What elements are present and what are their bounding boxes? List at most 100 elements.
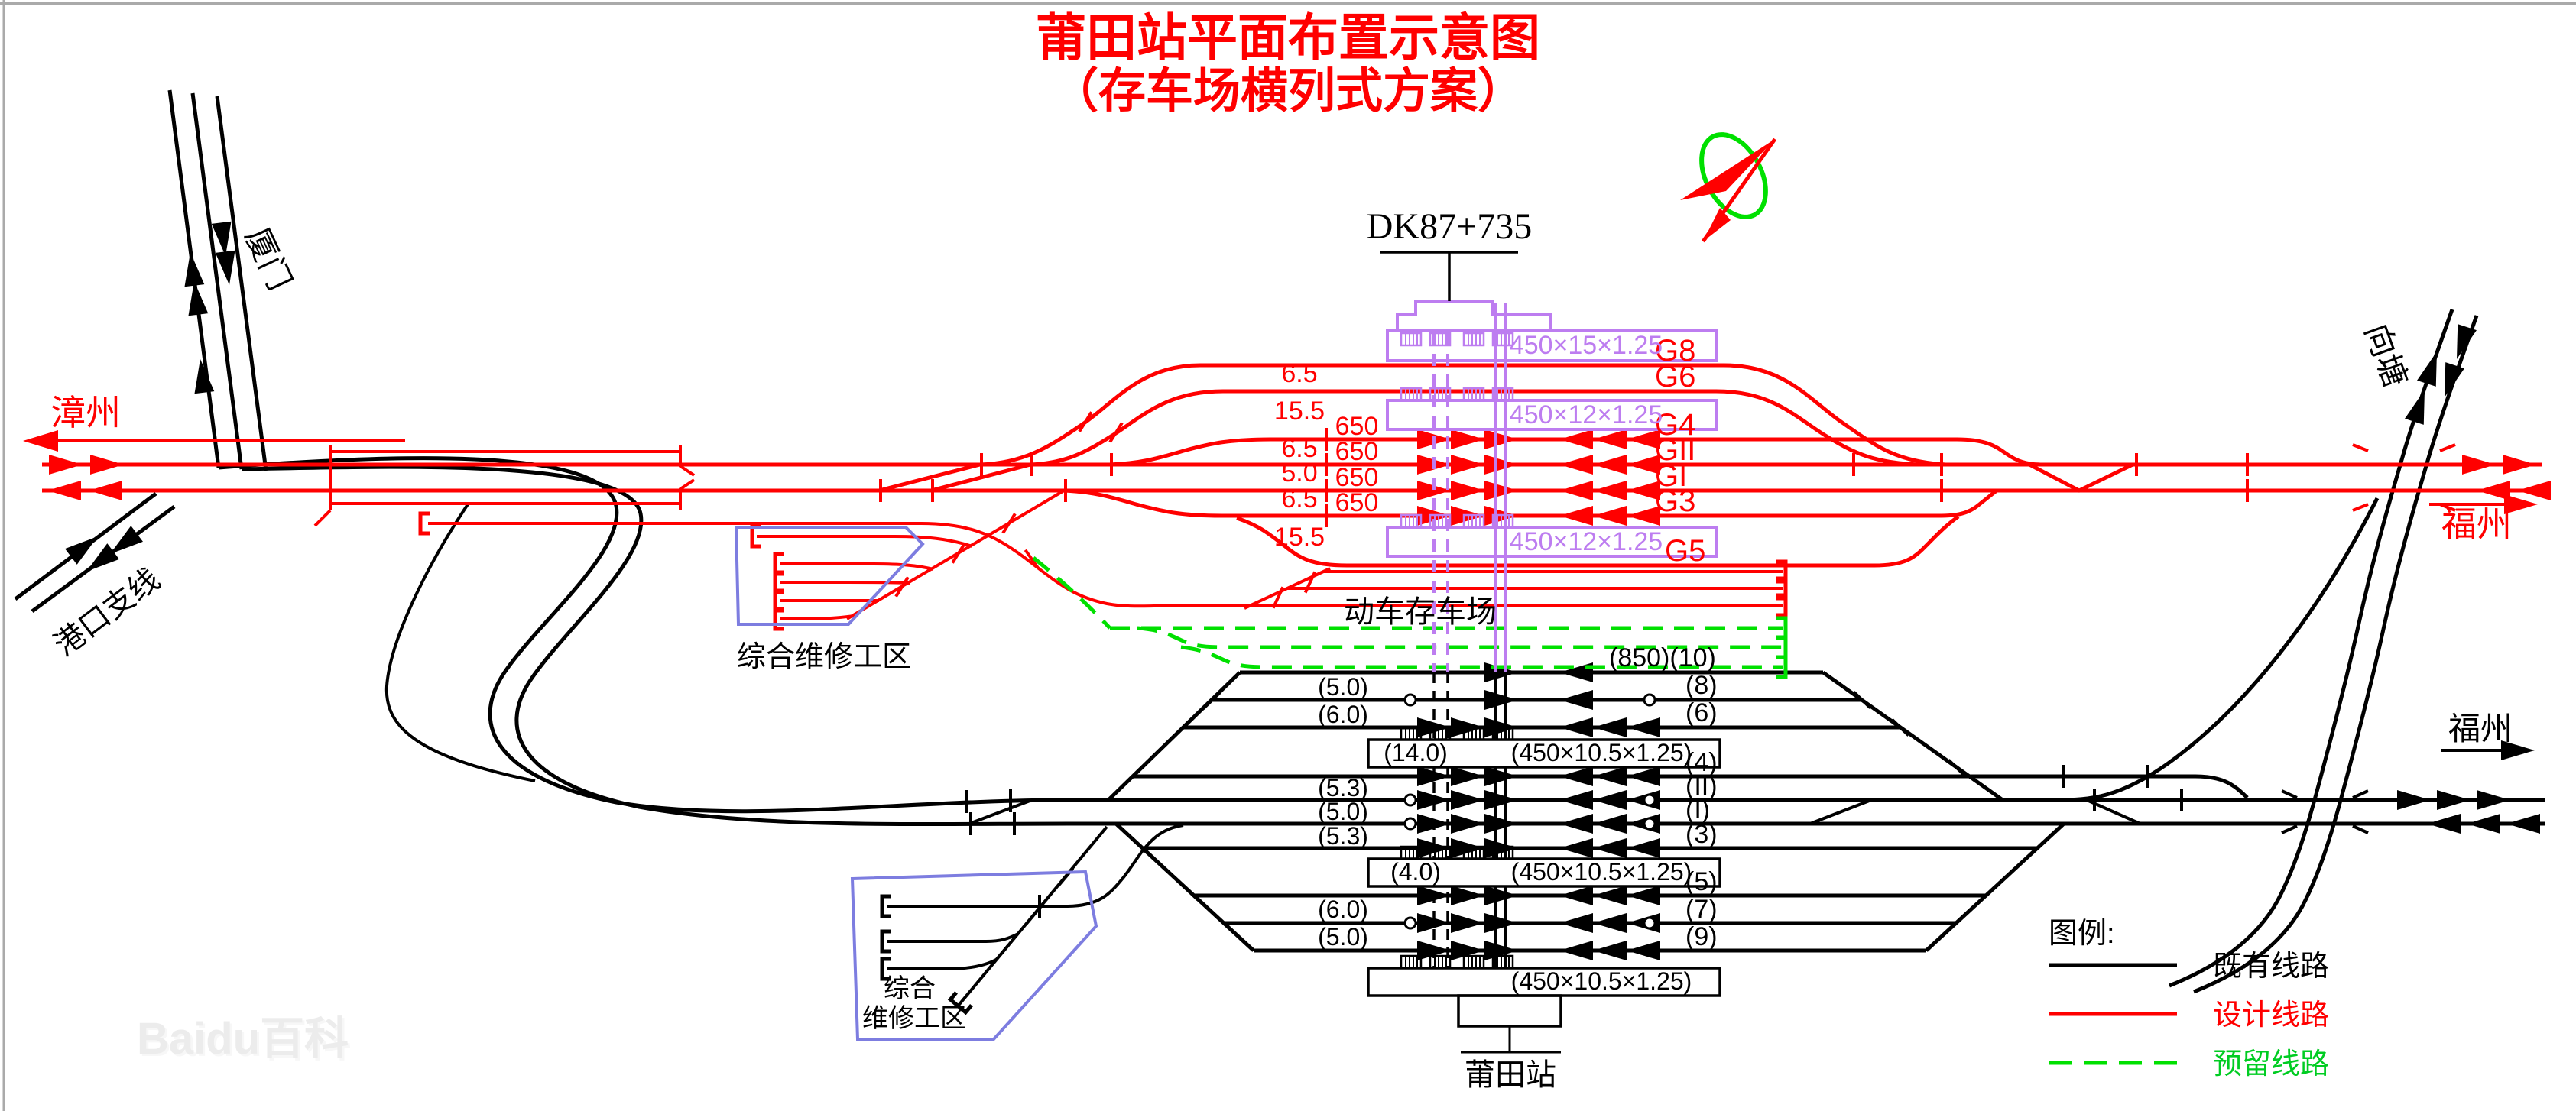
signal-dot: [1643, 693, 1656, 707]
direction-arrow: [2427, 814, 2461, 834]
stop-markers: [1559, 766, 1660, 786]
platform: [1367, 738, 1721, 769]
area-label-maint-upper: 综合维修工区: [737, 641, 911, 673]
tick: [1133, 756, 1153, 776]
track-label-4: (4): [1685, 748, 1718, 777]
xiangtang-line-1: [2169, 309, 2454, 988]
area-label-maint-lower-1: 综合: [884, 974, 936, 1003]
stop-markers: [1559, 717, 1660, 737]
direction-arrow: [89, 481, 122, 500]
track-label-9: (9): [1685, 922, 1718, 951]
footbridge-lines: [1494, 303, 1507, 672]
track-label-8: (8): [1685, 671, 1718, 700]
area-label-emu-yard: 动车存车场: [1344, 595, 1497, 629]
maint-stub-1: [757, 535, 973, 548]
stop-markers: [1417, 814, 1518, 834]
bridge-marks: [2352, 443, 2456, 512]
direction-label-fuzhou-design: 福州: [2441, 504, 2512, 544]
right-fan-down: [1822, 670, 2004, 802]
connector-curve: [2055, 497, 2380, 802]
direction-label-fuzhou-existing: 福州: [2448, 711, 2513, 747]
reserved-line-network: [1032, 556, 1786, 677]
direction-arrow: [2467, 814, 2500, 834]
signal-dot: [1643, 817, 1656, 831]
track-G3: [1063, 488, 1998, 518]
stop-markers: [1417, 455, 1518, 475]
spacing-label: 5.0: [1281, 458, 1317, 487]
baidu-watermark: Baidu百科 Baidu百科: [137, 1014, 351, 1066]
track-label-G4: G4: [1655, 408, 1695, 442]
length-label: 650: [1335, 488, 1379, 517]
tick: [1001, 512, 1017, 535]
approach-line-1: [218, 456, 1071, 814]
maint-stub-5: [780, 614, 855, 620]
direction-label-port-branch: 港口支线: [48, 562, 166, 662]
existing-platforms: [1367, 726, 1721, 1054]
direction-arrow: [47, 481, 81, 500]
tick: [1216, 915, 1236, 935]
platform-dim-label: (450×10.5×1.25): [1511, 739, 1692, 766]
direction-label-zhangzhou: 漳州: [50, 393, 121, 432]
tick: [1078, 410, 1093, 433]
direction-arrow: [2437, 790, 2471, 810]
spacing-label: (6.0): [1318, 701, 1368, 728]
crossover: [878, 462, 981, 493]
track-label-G6: G6: [1655, 360, 1695, 394]
direction-label-xiangtang: 向塘: [2358, 319, 2414, 392]
stop-markers: [1417, 429, 1518, 449]
platform-dim-label: 450×12×1.25: [1510, 527, 1663, 556]
direction-label-xiamen: 厦门: [238, 222, 298, 296]
reserved-track-3: [1180, 645, 1783, 669]
track-label-G8: G8: [1655, 334, 1695, 368]
bridge-corridor: [313, 445, 696, 527]
approach-line-3: [384, 503, 536, 782]
stop-markers: [1417, 913, 1518, 933]
spacing-label: (6.0): [1318, 896, 1368, 923]
track-label-G3: G3: [1655, 484, 1695, 518]
platform: [1386, 526, 1718, 558]
track-label-GI: GI: [1655, 459, 1687, 493]
station-building-footprint: [1396, 300, 1552, 330]
tick: [2025, 841, 2045, 860]
stop-markers: [1417, 481, 1518, 500]
spacing-label: (5.0): [1318, 923, 1368, 951]
stop-markers: [1559, 506, 1660, 526]
area-label-maint-lower-2: 维修工区: [862, 1004, 966, 1033]
crossover: [2028, 462, 2134, 493]
stop-markers: [1559, 690, 1593, 710]
maint-lower-track-2: [887, 932, 1019, 943]
direction-arrow: [49, 455, 83, 475]
tick: [1167, 724, 1187, 743]
xiamen-line-3: [215, 96, 268, 471]
track-label-3: (3): [1685, 820, 1718, 849]
tick: [992, 943, 1011, 964]
track-G4: [1109, 437, 2043, 467]
underpass-dashed-lines: [1432, 333, 1449, 672]
design-platforms: [1386, 300, 1718, 672]
stop-markers: [1417, 766, 1518, 786]
track-label-6: (6): [1685, 698, 1718, 727]
track-G8: [979, 363, 1946, 467]
reserved-hook: [1032, 556, 1111, 630]
direction-arrow: [2477, 790, 2510, 810]
diagram-subtitle: （存车场横列式方案）: [1051, 64, 1525, 118]
chainage-label: DK87+735: [1367, 206, 1532, 247]
maint-upper-ladder: [845, 489, 1066, 620]
spacing-label: 6.5: [1281, 484, 1317, 513]
signal-dot: [1403, 793, 1417, 807]
signal-dot: [1403, 817, 1417, 831]
direction-arrow: [2405, 386, 2435, 425]
approach-line-2: [241, 465, 1075, 827]
platform: [1367, 857, 1721, 888]
signal-dot: [1403, 916, 1417, 930]
spacing-label: (4.0): [1390, 858, 1441, 886]
platform-dim-label: 450×12×1.25: [1510, 400, 1663, 429]
tick: [894, 575, 910, 598]
legend-design-label: 设计线路: [2213, 999, 2329, 1032]
direction-arrow: [2417, 348, 2447, 387]
maint-upper-boundary: [734, 526, 925, 626]
stop-markers: [1484, 690, 1518, 710]
stop-markers: [1559, 481, 1660, 500]
track-G6: [1030, 389, 1921, 467]
spacing-label: 6.5: [1281, 434, 1317, 463]
